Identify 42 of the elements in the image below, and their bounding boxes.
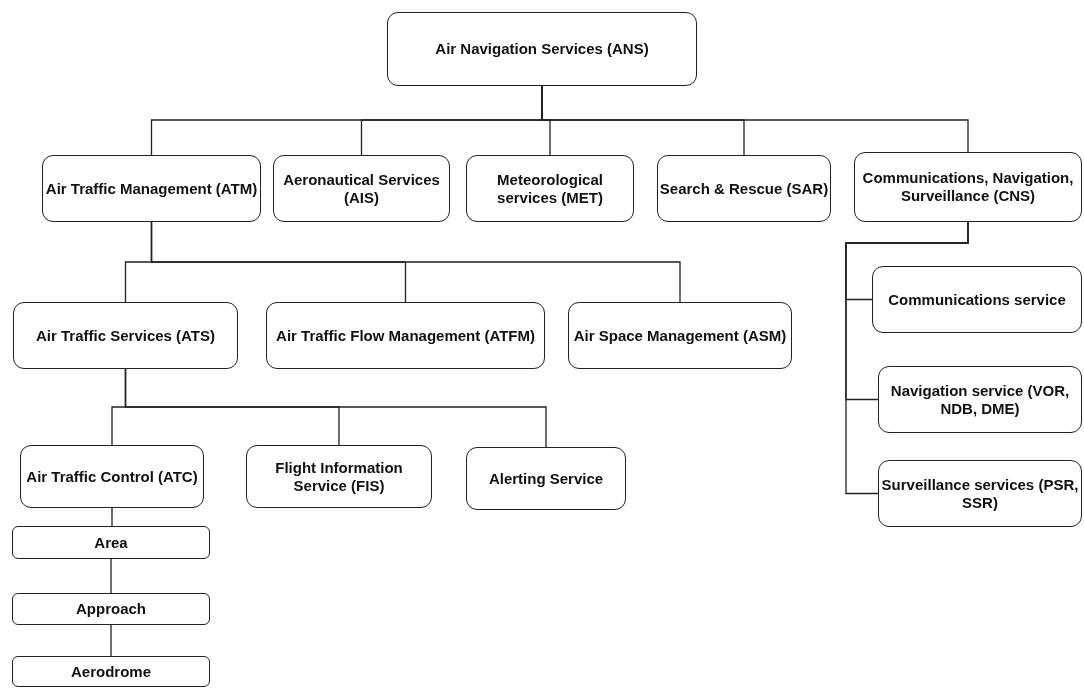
- service-box: [854, 152, 1082, 222]
- connector-line: [110, 624, 112, 657]
- connector-line: [150, 221, 681, 303]
- node-label: Air Space Management (ASM): [573, 326, 787, 345]
- service-box: [878, 460, 1082, 527]
- node-label: Air Traffic Control (ATC): [26, 467, 198, 486]
- service-box: [657, 155, 831, 222]
- stage-box: [12, 593, 210, 625]
- node-label: Communications service: [888, 290, 1066, 309]
- node-label: Meteorological services (MET): [496, 170, 604, 207]
- node-label: Approach: [76, 600, 146, 618]
- service-box: [387, 12, 697, 86]
- node-label: Navigation service (VOR, NDB, DME): [889, 381, 1071, 418]
- node-label: Area: [94, 533, 128, 552]
- node-label: Aerodrome: [71, 662, 151, 681]
- service-box: [273, 155, 450, 222]
- connector-line: [845, 221, 969, 495]
- connector-line: [111, 507, 113, 527]
- node-label: Air Traffic Management (ATM): [45, 179, 258, 198]
- service-box: [42, 155, 261, 222]
- service-box: [266, 302, 545, 369]
- node-label: Air Traffic Flow Management (ATFM): [276, 326, 535, 345]
- node-label: Air Navigation Services (ANS): [435, 40, 649, 58]
- service-box: [20, 445, 204, 508]
- node-label: Flight Information Service (FIS): [274, 458, 404, 495]
- node-label: Search & Rescue (SAR): [659, 179, 829, 198]
- node-label: Air Traffic Services (ATS): [36, 326, 215, 345]
- stage-box: [12, 656, 210, 687]
- service-box: [466, 447, 626, 510]
- node-label: Aeronautical Services (AIS): [282, 170, 441, 207]
- connector-line: [110, 558, 112, 594]
- service-box: [246, 445, 432, 508]
- node-label: Surveillance services (PSR, SSR): [880, 475, 1080, 512]
- service-box: [13, 302, 238, 369]
- service-box: [568, 302, 792, 369]
- connector-line: [124, 368, 547, 448]
- node-label: Communications, Navigation, Surveillance (CNS): [861, 169, 1075, 205]
- service-box: [878, 366, 1082, 433]
- service-box: [872, 266, 1082, 333]
- service-box: [466, 155, 634, 222]
- node-label: Alerting Service: [488, 469, 604, 488]
- stage-box: [12, 526, 210, 559]
